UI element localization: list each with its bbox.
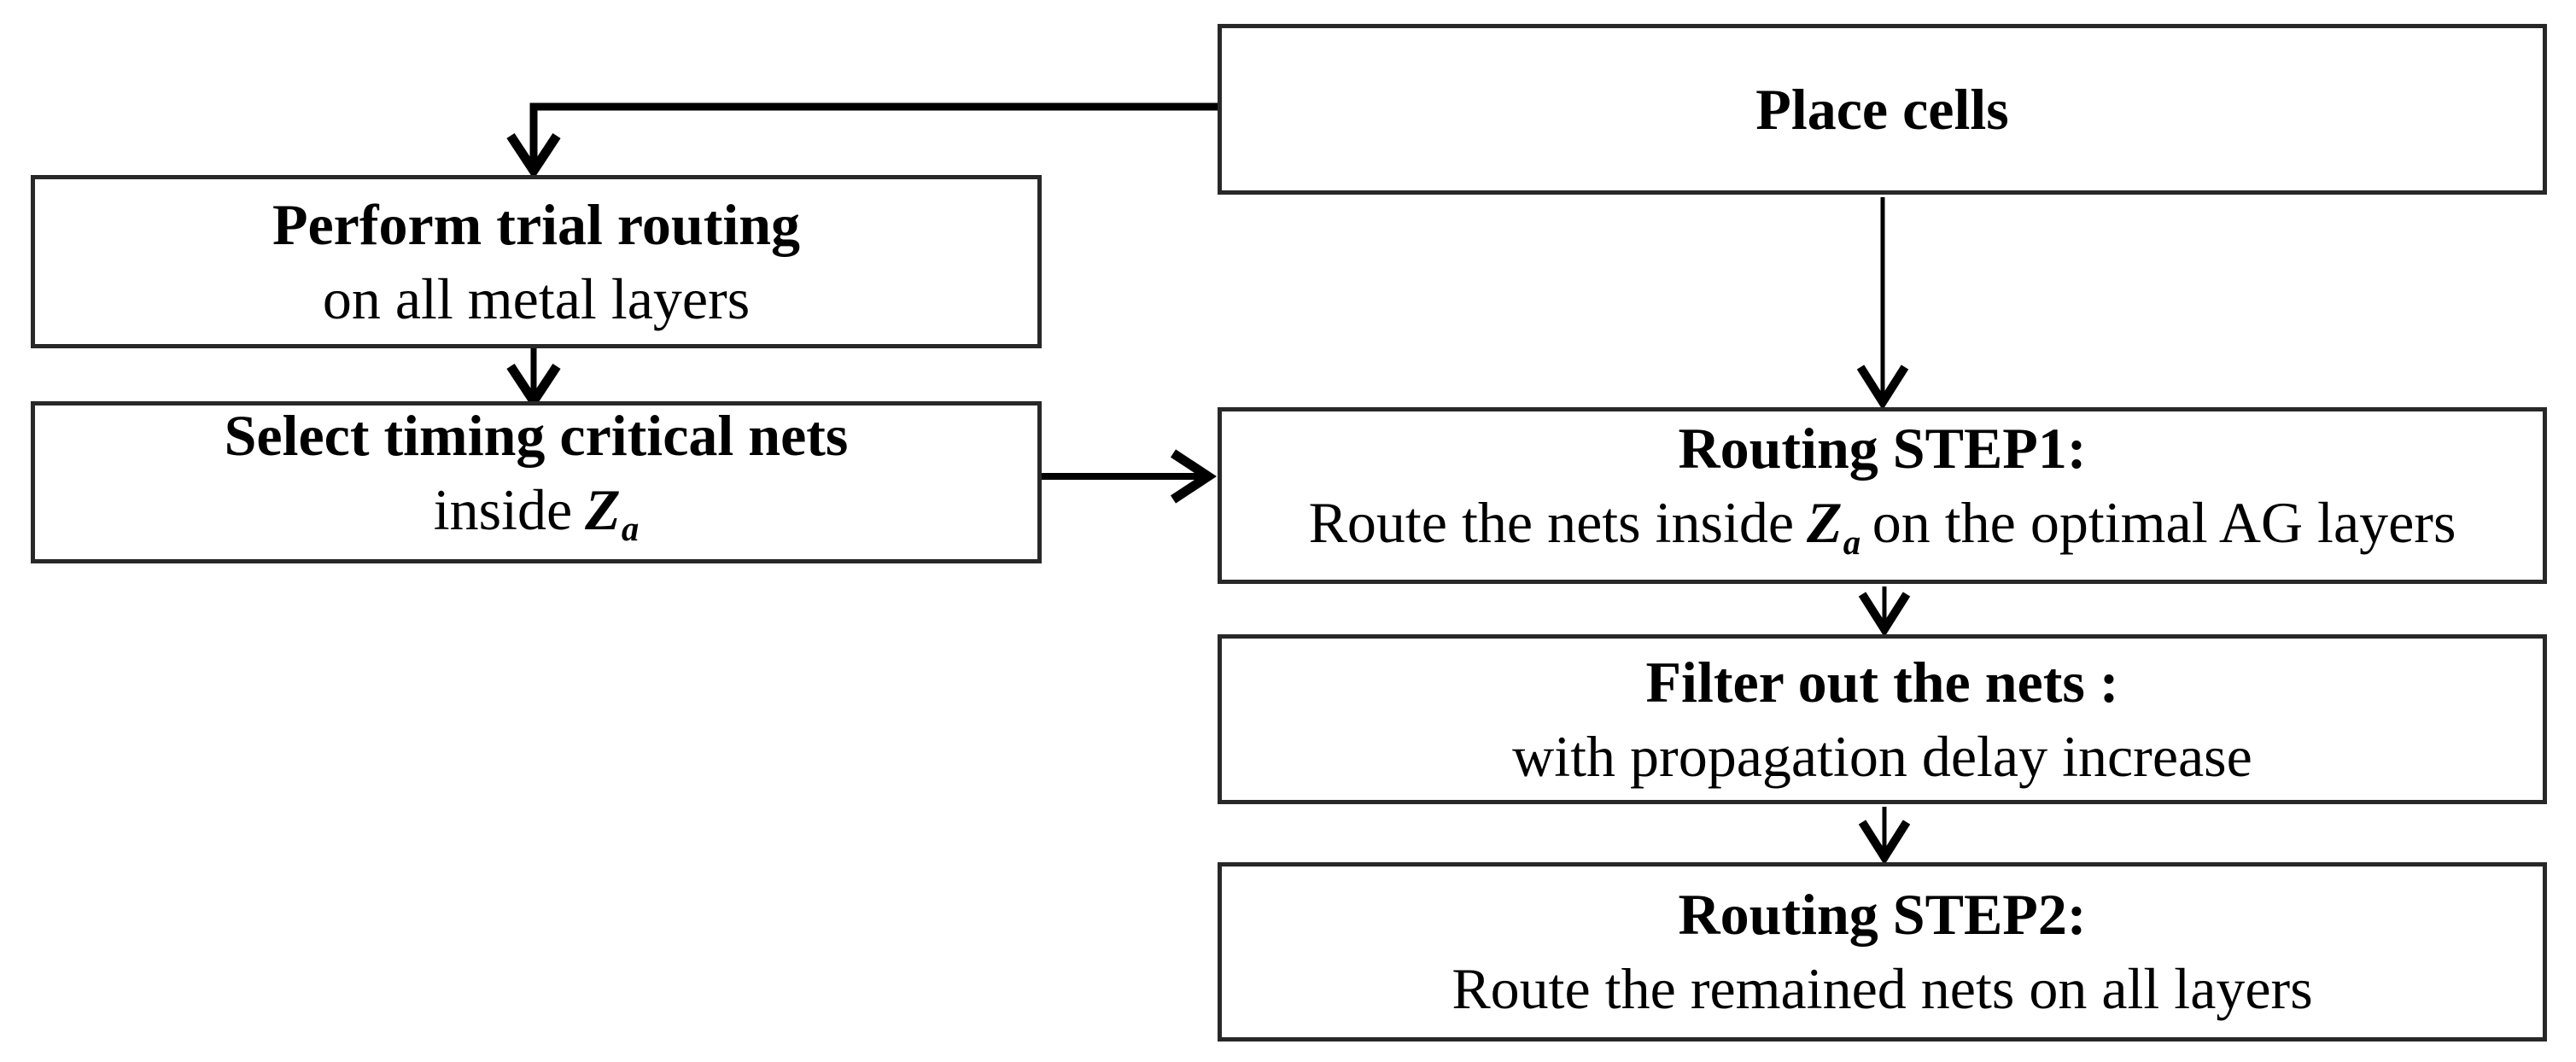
node-subtitle: with propagation delay increase <box>1512 723 2252 789</box>
subtitle-text: inside <box>433 476 573 542</box>
subtitle-text-suffix: on the optimal AG layers <box>1872 490 2456 556</box>
zone-symbol-letter: Z <box>585 476 621 542</box>
zone-symbol: Za <box>1807 490 1860 561</box>
node-title: Filter out the nets : <box>1645 649 2119 715</box>
zone-symbol-subscript: a <box>621 510 640 549</box>
node-title: Routing STEP1: <box>1678 416 2087 481</box>
arrow-select-to-step1 <box>1042 449 1218 504</box>
node-routing-step2: Routing STEP2: Route the remained nets o… <box>1218 862 2547 1042</box>
node-perform-trial-routing: Perform trial routing on all metal layer… <box>31 175 1042 348</box>
zone-symbol: Za <box>585 476 639 548</box>
arrow-place-to-step1 <box>1856 197 1909 411</box>
subtitle-text: Route the nets inside <box>1308 490 1795 556</box>
arrow-trial-to-select <box>506 348 561 411</box>
arrow-step1-to-filter <box>1858 586 1911 638</box>
node-filter-out-nets: Filter out the nets : with propagation d… <box>1218 634 2547 804</box>
node-subtitle: on all metal layers <box>322 266 751 331</box>
arrow-filter-to-step2 <box>1858 807 1911 866</box>
node-title: Select timing critical nets <box>224 402 849 468</box>
node-title: Routing STEP2: <box>1678 882 2087 947</box>
zone-symbol-letter: Z <box>1807 490 1843 556</box>
node-title: Place cells <box>1755 76 2009 142</box>
zone-symbol-subscript: a <box>1843 522 1861 562</box>
arrow-place-to-trial <box>506 102 1218 180</box>
node-subtitle: Route the remained nets on all layers <box>1452 956 2313 1021</box>
node-place-cells: Place cells <box>1218 24 2547 195</box>
node-title: Perform trial routing <box>272 191 801 257</box>
